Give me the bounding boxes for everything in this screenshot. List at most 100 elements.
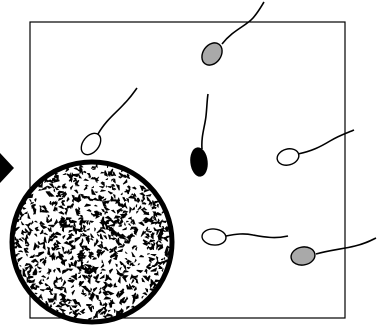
egg-speckle <box>94 258 97 259</box>
egg-speckle <box>112 229 114 234</box>
egg-speckle <box>35 199 36 201</box>
egg-speckle <box>84 226 85 230</box>
egg-speckle <box>100 228 102 229</box>
egg-speckle <box>114 179 115 182</box>
sperm-tail <box>222 2 264 44</box>
egg-speckle <box>73 199 74 201</box>
sperm-head <box>201 228 226 246</box>
egg-speckle <box>113 238 115 239</box>
sperm-tail <box>202 94 208 149</box>
egg-speckle <box>89 222 90 224</box>
egg-speckle <box>112 185 114 187</box>
egg-speckle <box>124 211 126 212</box>
egg-speckle <box>157 204 158 206</box>
egg-speckle <box>69 278 71 279</box>
egg-speckle <box>158 222 161 223</box>
egg-speckle <box>115 216 121 218</box>
sperm-cell-gray-bottom-right <box>290 238 376 267</box>
egg-speckle <box>38 246 39 248</box>
egg-speckle <box>86 272 90 273</box>
egg-speckle <box>154 274 157 275</box>
egg-speckle <box>79 208 80 211</box>
sperm-head <box>190 147 209 177</box>
egg-speckle <box>143 203 146 204</box>
egg-speckle <box>48 215 49 217</box>
egg-speckle <box>31 257 34 258</box>
egg-speckle <box>29 231 31 234</box>
egg-speckle <box>133 187 136 189</box>
egg-speckle <box>101 242 102 245</box>
egg-speckle <box>58 186 60 187</box>
egg-speckle <box>107 166 108 168</box>
egg-speckle <box>52 234 53 235</box>
egg-speckle <box>18 254 20 255</box>
egg-speckle <box>104 184 105 186</box>
egg-speckle <box>40 221 41 224</box>
egg-speckle <box>64 288 66 293</box>
egg-speckle <box>128 175 130 176</box>
egg-speckle <box>103 201 109 203</box>
egg-speckle <box>19 251 21 252</box>
sperm-head <box>290 245 317 267</box>
egg-speckle <box>127 221 129 222</box>
sperm-head <box>275 146 300 167</box>
sperm-cell-black-center <box>190 94 209 177</box>
egg-speckle <box>150 289 153 290</box>
sperm-tail <box>226 234 288 238</box>
egg-speckle <box>79 281 80 285</box>
egg-speckle <box>101 313 103 314</box>
egg-speckle <box>153 207 156 209</box>
egg-speckle <box>82 289 83 292</box>
egg-cell <box>12 162 172 322</box>
egg-speckle <box>64 252 66 253</box>
egg-speckle <box>132 286 135 287</box>
egg-speckle <box>132 264 134 265</box>
egg-speckle <box>84 172 86 173</box>
egg-speckle <box>26 245 29 246</box>
egg-speckle <box>20 217 21 220</box>
egg-speckle <box>81 265 85 267</box>
sperm-cell-white-left <box>77 88 137 158</box>
egg-speckle <box>83 235 86 236</box>
egg-speckle <box>63 300 65 301</box>
egg-speckle <box>70 265 71 268</box>
egg-speckle <box>104 316 106 317</box>
egg-speckle <box>35 293 37 294</box>
sperm-cell-white-bottom <box>201 228 288 246</box>
egg-speckle <box>85 197 87 198</box>
egg-speckle <box>100 213 101 216</box>
egg-speckle <box>26 248 28 249</box>
egg-speckle <box>50 201 51 204</box>
egg-speckle <box>39 271 41 272</box>
egg-speckle <box>114 286 117 287</box>
sperm-tail <box>316 238 376 254</box>
egg-speckle <box>26 237 27 240</box>
sperm-tail <box>98 88 137 134</box>
egg-speckle <box>94 244 95 247</box>
egg-speckle <box>82 196 84 197</box>
egg-speckle <box>124 177 127 178</box>
egg-speckle <box>54 189 55 192</box>
egg-speckle <box>31 261 34 262</box>
pointer-arrow-icon <box>0 153 14 183</box>
sperm-cell-gray-top <box>198 2 264 69</box>
egg-speckle <box>164 258 165 260</box>
egg-speckle <box>106 212 108 213</box>
egg-speckle <box>39 190 42 191</box>
egg-speckle <box>23 208 25 209</box>
egg-speckle <box>48 248 49 250</box>
egg-speckle <box>56 208 57 210</box>
egg-speckle <box>114 189 116 190</box>
sperm-head <box>77 130 104 159</box>
egg-speckle <box>103 210 104 212</box>
egg-speckle <box>88 275 90 276</box>
egg-speckle <box>125 241 126 243</box>
egg-speckle <box>78 195 80 200</box>
egg-speckle <box>114 310 115 313</box>
egg-speckle <box>85 204 90 206</box>
egg-speckle <box>36 227 38 228</box>
egg-speckle <box>60 224 65 226</box>
egg-speckle <box>44 262 45 264</box>
egg-speckle <box>29 276 34 278</box>
